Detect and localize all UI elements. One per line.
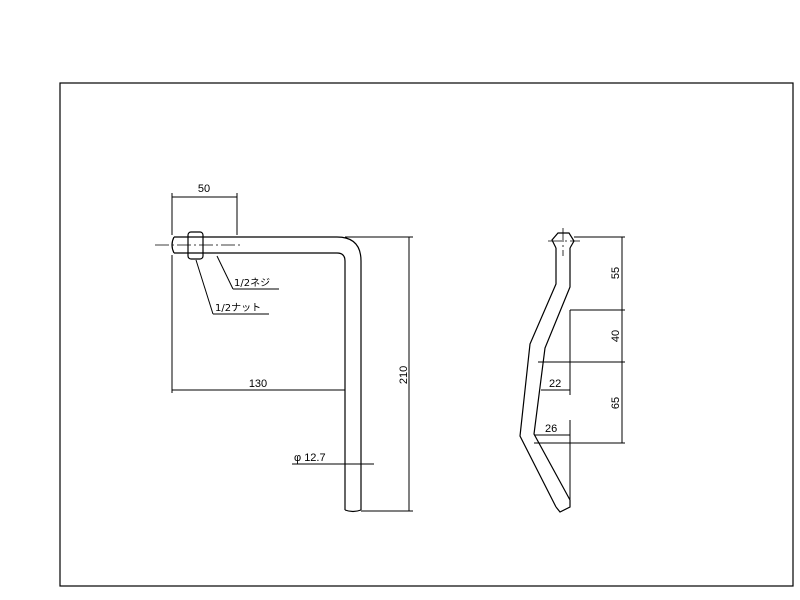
dim-210-label: 210: [398, 366, 410, 384]
side-pipe-right-edge: [533, 248, 571, 501]
nut-label: 1/2ナット: [215, 302, 261, 314]
pipe-outer-edge: [174, 236, 362, 510]
thread-label: 1/2ネジ: [234, 277, 270, 289]
nut-leader: [195, 259, 214, 315]
pipe-bottom-end: [344, 509, 362, 513]
side-pipe-left-edge: [519, 248, 557, 508]
dim-130-label: 130: [249, 378, 267, 390]
drawing-frame: [59, 82, 794, 587]
dim-diameter-label: φ 12.7: [294, 452, 326, 464]
side-dim-65-label: 65: [610, 397, 622, 409]
pipe-left-end: [171, 236, 175, 254]
side-dim-22-label: 22: [549, 378, 561, 390]
side-dim-26-label: 26: [545, 423, 557, 435]
front-view: 50 130 210 φ 12.7 1/2ネジ 1/2ナット: [155, 183, 413, 513]
thread-leader: [216, 255, 234, 290]
side-view: 55 40 65 22 26: [519, 228, 625, 513]
side-bottom-end: [555, 500, 571, 513]
pipe-inner-edge: [174, 252, 346, 510]
side-dim-40-label: 40: [610, 330, 622, 342]
side-dim-55-label: 55: [610, 267, 622, 279]
side-top-end: [551, 232, 575, 249]
nut-shape: [187, 231, 204, 260]
dim-50-label: 50: [198, 183, 210, 195]
